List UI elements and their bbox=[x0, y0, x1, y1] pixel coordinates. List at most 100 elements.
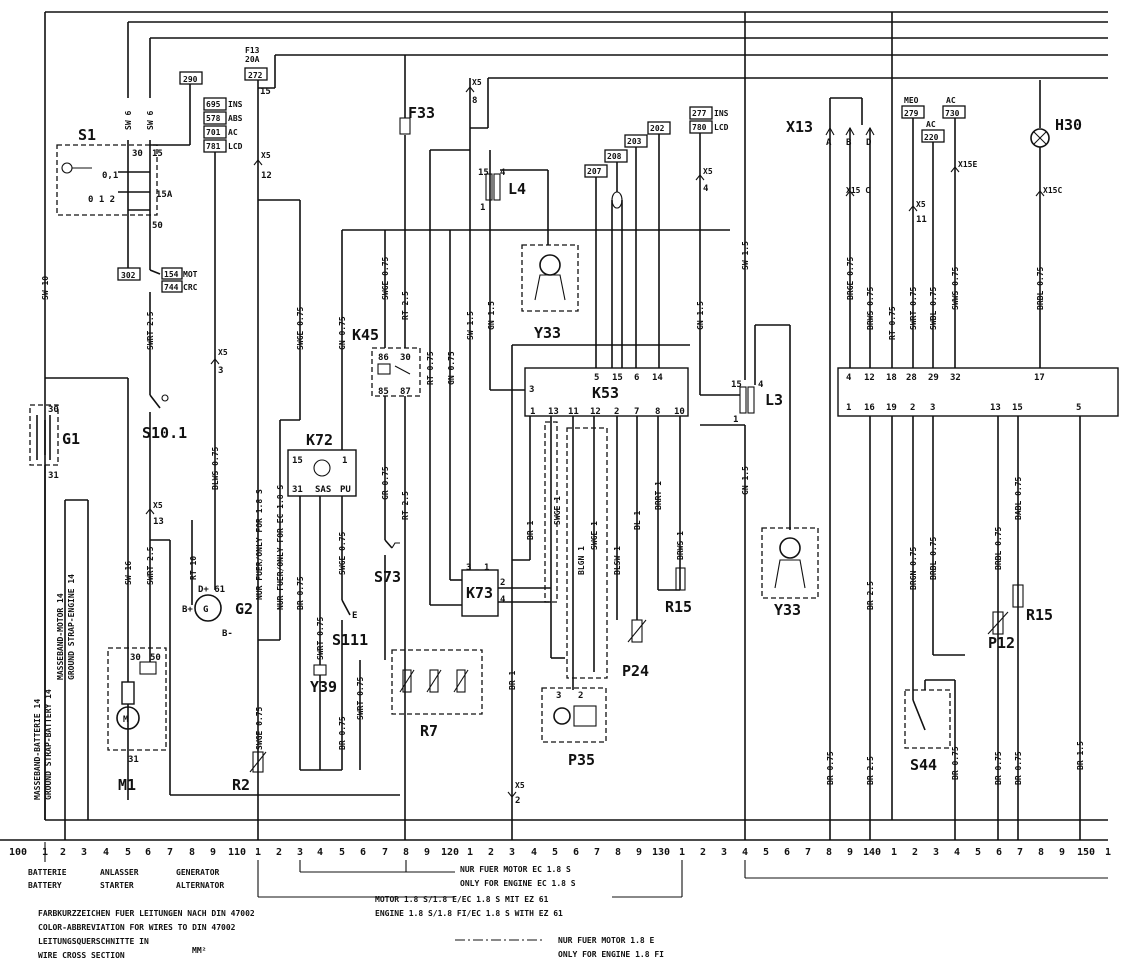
wire-rt10: RT 10 bbox=[189, 556, 198, 580]
cm-pin-2: 2 bbox=[910, 403, 915, 413]
p35-pin-2: 2 bbox=[578, 691, 583, 701]
wire-blgn1: BLGN 1 bbox=[577, 546, 586, 575]
wire-swge075-b: SWGE 0.75 bbox=[381, 256, 390, 300]
ecu-k53: K53 5 15 6 14 3 1 13 11 12 2 7 8 10 BR 1… bbox=[511, 344, 690, 679]
l4-pin-1: 1 bbox=[480, 203, 485, 213]
x5-a-label: X5 bbox=[261, 151, 271, 160]
ignition-switch-s1: S1 SW 6 SW 6 30 15 15A 50 0,1 0 1 2 302 … bbox=[56, 111, 198, 293]
k73-pin-4: 4 bbox=[500, 595, 506, 605]
s1-pin-15: 15 bbox=[152, 149, 163, 159]
grid-number: 8 bbox=[826, 847, 832, 858]
k53-pin-11: 11 bbox=[568, 407, 579, 417]
k73-pin-3: 3 bbox=[466, 563, 471, 573]
grid-number: 7 bbox=[594, 847, 600, 858]
ref-578: 578 bbox=[206, 114, 221, 123]
ref-note-ac3: AC bbox=[946, 96, 956, 105]
grid-number: 7 bbox=[167, 847, 173, 858]
y39-label: Y39 bbox=[310, 678, 337, 696]
m1-label: M1 bbox=[118, 776, 136, 794]
h30-label: H30 bbox=[1055, 116, 1082, 134]
k45-pin-85: 85 bbox=[378, 387, 389, 397]
svg-text:G: G bbox=[203, 605, 208, 615]
ref-730: 730 bbox=[945, 109, 960, 118]
coil-l4: X5 8 RT 0.75 GN 0.75 SW 1.5 GN 1.5 15 4 … bbox=[426, 78, 549, 606]
fuse-f13-rating: 20A bbox=[245, 55, 260, 64]
valve-y39: Y39 bbox=[300, 664, 342, 771]
wire-brws075: BRWS 0.75 bbox=[866, 286, 875, 330]
k73-pin-2: 2 bbox=[500, 578, 505, 588]
wire-br075-f: BR 0.75 bbox=[1014, 751, 1023, 785]
wire-gn075-b: GN 0.75 bbox=[447, 351, 456, 385]
ref-302: 302 bbox=[121, 271, 136, 280]
k73-pin-1: 1 bbox=[484, 563, 489, 573]
wire-masseband-motor: MASSEBAND-MOTOR 14 bbox=[56, 593, 65, 680]
footer-legend-unit: MM² bbox=[192, 946, 206, 955]
coil-l3: SW 1.5 15 4 1 L3 GN 1.5 bbox=[700, 12, 791, 840]
footer-brackets bbox=[44, 842, 1108, 941]
grid-number: 6 bbox=[360, 847, 366, 858]
grid-number: 120 bbox=[441, 847, 459, 858]
grid-number: 5 bbox=[125, 847, 131, 858]
wire-gn15-b: GN 1.5 bbox=[696, 301, 705, 330]
m1-pin-30: 30 bbox=[130, 653, 141, 663]
key-icon bbox=[61, 162, 73, 174]
injector-y33-bottom: Y33 bbox=[761, 527, 819, 619]
sensor-r15-right: R15 bbox=[1012, 584, 1053, 624]
ref-744: 744 bbox=[164, 283, 179, 292]
grid-number: 7 bbox=[805, 847, 811, 858]
wire-br25b: BR 2.5 bbox=[866, 756, 875, 785]
g2-label: G2 bbox=[235, 600, 253, 618]
grid-number: 3 bbox=[509, 847, 515, 858]
wire-br25: BR 2.5 bbox=[866, 581, 875, 610]
g2-pin-d61: D+ 61 bbox=[198, 585, 225, 595]
x5-d-label: X5 bbox=[153, 501, 163, 510]
grid-number: 9 bbox=[636, 847, 642, 858]
k72-pin-sas: SAS bbox=[315, 485, 331, 495]
grid-number: 8 bbox=[615, 847, 621, 858]
r2-label: R2 bbox=[232, 776, 250, 794]
ref-note-mot: MOT bbox=[183, 270, 198, 279]
grid-number: 7 bbox=[1017, 847, 1023, 858]
footer-starter: STARTER bbox=[100, 881, 134, 890]
fuse-f13-label: F13 bbox=[245, 46, 260, 55]
s1-pin-30: 30 bbox=[132, 149, 143, 159]
module-k72: SWGE 0.75 GN 0.75 K72 15 1 31 SAS PU NUR… bbox=[255, 199, 730, 770]
wire-sw15-b: SW 1.5 bbox=[741, 241, 750, 270]
footer-legend-cross-de: LEITUNGSQUERSCHNITTE IN bbox=[38, 937, 149, 946]
k53-pin-14: 14 bbox=[652, 373, 663, 383]
ref-note-meo: MEO bbox=[904, 96, 919, 105]
wire-ground-strap-engine: GROUND STRAP-ENGINE 14 bbox=[67, 574, 76, 680]
wire-sw10: SW 10 bbox=[41, 276, 50, 300]
wire-masseband-batterie: MASSEBAND-BATTERIE 14 bbox=[33, 699, 42, 800]
y33-bottom-label: Y33 bbox=[774, 601, 801, 619]
grid-number: 8 bbox=[1038, 847, 1044, 858]
wire-gn15-a: GN 1.5 bbox=[487, 301, 496, 330]
cm-pin-28: 28 bbox=[906, 373, 917, 383]
footer-generator: GENERATOR bbox=[176, 868, 220, 877]
grid-number: 6 bbox=[145, 847, 151, 858]
footer-note-motor-en: ENGINE 1.8 S/1.8 FI/EC 1.8 S WITH EZ 61 bbox=[375, 909, 563, 918]
cm-pin-15: 15 bbox=[1012, 403, 1023, 413]
wire-brgn075: BRGN 0.75 bbox=[909, 546, 918, 590]
k53-label: K53 bbox=[592, 384, 619, 402]
sensor-p24: P24 bbox=[622, 619, 649, 680]
fuse-f33: F33 bbox=[399, 55, 435, 135]
s1-label: S1 bbox=[78, 126, 96, 144]
f13-pin-15: 15 bbox=[260, 87, 271, 97]
footer-anlasser: ANLASSER bbox=[100, 868, 139, 877]
footer-legend-cross-en: WIRE CROSS SECTION bbox=[38, 951, 125, 960]
x13-pin-a: A bbox=[826, 138, 832, 148]
s73-label: S73 bbox=[374, 568, 401, 586]
ref-stack-left: 695 INS 578 ABS 701 AC 781 LCD X5 3 BLWS… bbox=[203, 97, 243, 590]
wire-br075-c: BR 0.75 bbox=[826, 751, 835, 785]
x5-e-label: X5 bbox=[703, 167, 713, 176]
ref-780: 780 bbox=[692, 123, 707, 132]
grid-number: 3 bbox=[297, 847, 303, 858]
wire-brbl075c: BRBL 0.75 bbox=[994, 526, 1003, 570]
resistor-r7: R7 bbox=[391, 649, 483, 740]
wire-nur-fuer: NUR FUER/ONLY FOR 1.8 S bbox=[255, 489, 264, 600]
footer-note-ec-de: NUR FUER MOTOR EC 1.8 S bbox=[460, 865, 571, 874]
k72-pin-1: 1 bbox=[342, 456, 347, 466]
footer-legend-dash-de: NUR FUER MOTOR 1.8 E bbox=[558, 936, 655, 945]
